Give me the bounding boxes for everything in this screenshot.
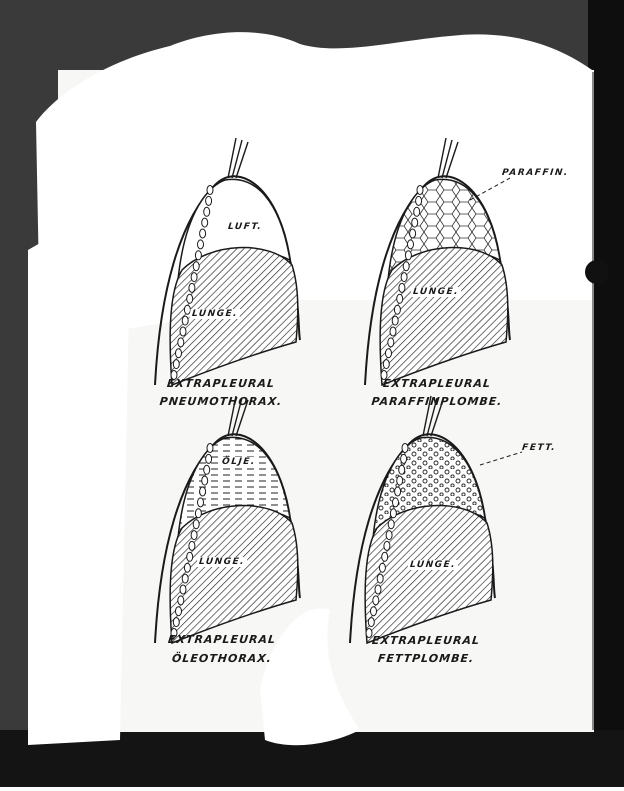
- rib-oleothorax-11: [195, 509, 201, 518]
- rib-pneumothorax-2: [176, 349, 182, 358]
- caption-paraffinplombe-line2: PARAFFINPLOMBE.: [356, 395, 517, 408]
- rib-pneumothorax-15: [204, 207, 210, 216]
- rib-paraffinplombe-6: [394, 305, 400, 314]
- rib-oleothorax-12: [198, 498, 204, 507]
- rib-fettplombe-7: [382, 552, 388, 561]
- rib-pneumothorax-3: [178, 338, 184, 347]
- caption-oleothorax-line1: EXTRAPLEURAL: [141, 633, 302, 646]
- label-lunge-pneumothorax: LUNGE.: [189, 309, 240, 319]
- label-fett: FETT.: [519, 443, 558, 453]
- caption-paraffinplombe-line1: EXTRAPLEURAL: [356, 377, 517, 390]
- rib-paraffinplombe-16: [416, 196, 422, 205]
- rib-fettplombe-1: [368, 618, 374, 627]
- rib-fettplombe-10: [388, 520, 394, 529]
- rib-oleothorax-15: [204, 465, 210, 474]
- rib-fettplombe-6: [379, 563, 385, 572]
- board-clip: [585, 260, 609, 284]
- rib-paraffinplombe-13: [410, 229, 416, 238]
- caption-pneumothorax-line1: EXTRAPLEURAL: [140, 377, 301, 390]
- rib-pneumothorax-12: [198, 240, 204, 249]
- rib-fettplombe-9: [386, 531, 392, 540]
- rib-oleothorax-2: [176, 607, 182, 616]
- rib-pneumothorax-17: [207, 186, 213, 195]
- rib-oleothorax-10: [193, 520, 199, 529]
- caption-fettplombe-line2: FETTPLOMBE.: [345, 652, 506, 665]
- rib-oleothorax-9: [191, 531, 197, 540]
- rib-paraffinplombe-8: [399, 283, 405, 292]
- rib-paraffinplombe-9: [401, 273, 407, 282]
- rib-fettplombe-8: [384, 541, 390, 550]
- caption-oleothorax-line2: ÖLEOTHORAX.: [141, 652, 302, 665]
- caption-fettplombe-line1: EXTRAPLEURAL: [345, 634, 506, 647]
- rib-oleothorax-5: [182, 574, 188, 583]
- rib-pneumothorax-14: [202, 218, 208, 227]
- rib-fettplombe-13: [395, 487, 401, 496]
- rib-paraffinplombe-4: [390, 327, 396, 336]
- label-lunge-oleothorax: LUNGE.: [196, 557, 247, 567]
- caption-pneumothorax-line2: PNEUMOTHORAX.: [140, 395, 301, 408]
- rib-pneumothorax-5: [182, 316, 188, 325]
- rib-paraffinplombe-3: [388, 338, 394, 347]
- rib-fettplombe-5: [377, 574, 383, 583]
- rib-fettplombe-4: [375, 585, 381, 594]
- rib-fettplombe-14: [397, 476, 403, 485]
- rib-oleothorax-7: [187, 552, 193, 561]
- rib-oleothorax-1: [173, 618, 179, 627]
- label-lunge-paraffinplombe: LUNGE.: [410, 287, 461, 297]
- rib-paraffinplombe-11: [405, 251, 411, 260]
- rib-oleothorax-16: [206, 454, 212, 463]
- rib-paraffinplombe-7: [397, 294, 403, 303]
- rib-pneumothorax-13: [200, 229, 206, 238]
- rib-paraffinplombe-15: [414, 207, 420, 216]
- rib-pneumothorax-8: [189, 283, 195, 292]
- rib-paraffinplombe-5: [392, 316, 398, 325]
- rib-pneumothorax-9: [191, 273, 197, 282]
- rib-pneumothorax-4: [180, 327, 186, 336]
- rib-fettplombe-15: [399, 465, 405, 474]
- rib-oleothorax-6: [184, 563, 190, 572]
- rib-oleothorax-4: [180, 585, 186, 594]
- rib-oleothorax-17: [207, 444, 213, 453]
- rib-oleothorax-8: [189, 541, 195, 550]
- rib-paraffinplombe-1: [383, 360, 389, 369]
- rib-oleothorax-13: [200, 487, 206, 496]
- rib-fettplombe-12: [393, 498, 399, 507]
- rib-oleothorax-14: [202, 476, 208, 485]
- rib-fettplombe-11: [390, 509, 396, 518]
- rib-fettplombe-17: [402, 444, 408, 453]
- rib-paraffinplombe-12: [408, 240, 414, 249]
- label-luft: LUFT.: [225, 222, 264, 232]
- rib-fettplombe-16: [401, 454, 407, 463]
- rib-paraffinplombe-14: [412, 218, 418, 227]
- rib-paraffinplombe-10: [403, 262, 409, 271]
- rib-fettplombe-2: [371, 607, 377, 616]
- rib-pneumothorax-11: [195, 251, 201, 260]
- rib-oleothorax-3: [178, 596, 184, 605]
- rib-fettplombe-3: [373, 596, 379, 605]
- label-lunge-fettplombe: LUNGE.: [407, 560, 458, 570]
- label-paraffin: PARAFFIN.: [499, 168, 571, 178]
- rib-pneumothorax-16: [206, 196, 212, 205]
- rib-pneumothorax-10: [193, 262, 199, 271]
- label-olje: ÖLJE.: [219, 457, 258, 467]
- white-overpaint-left: [28, 220, 130, 745]
- rib-pneumothorax-7: [187, 294, 193, 303]
- rib-paraffinplombe-2: [386, 349, 392, 358]
- rib-paraffinplombe-17: [417, 186, 423, 195]
- rib-pneumothorax-1: [173, 360, 179, 369]
